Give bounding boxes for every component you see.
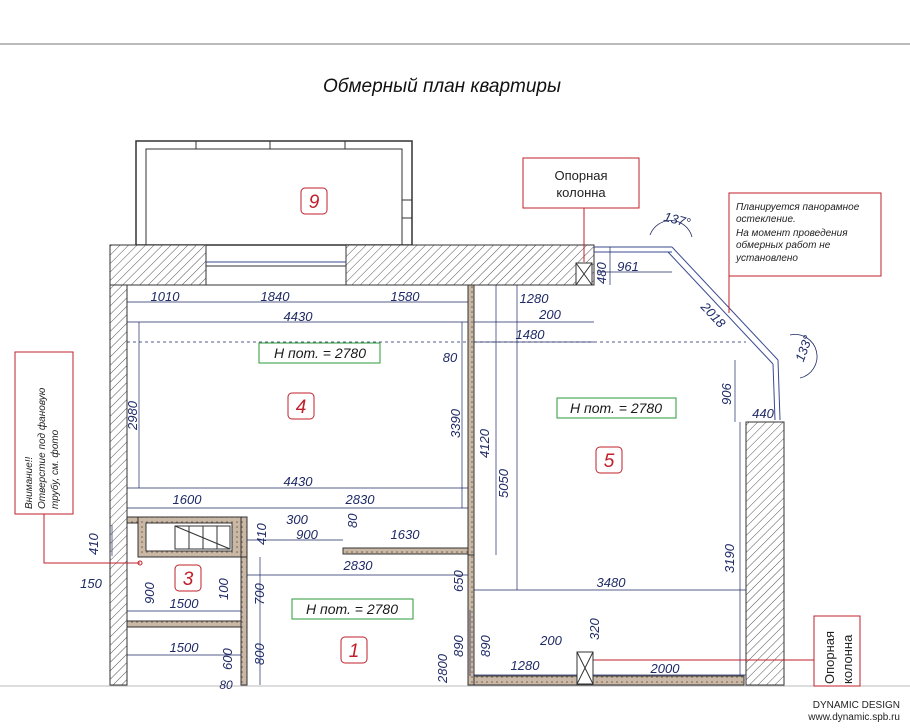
warning-note-line2: Отверстие под фановую bbox=[36, 387, 48, 509]
glazing-note-line2: остекление. bbox=[736, 214, 796, 225]
warning-note-line3: трубу, см. фото bbox=[49, 429, 61, 509]
dim-label: 200 bbox=[538, 307, 561, 322]
exterior-wall-top bbox=[109, 244, 595, 286]
dim-label: 80 bbox=[219, 678, 233, 692]
duct-shaft bbox=[137, 516, 242, 558]
dim-label: 900 bbox=[142, 582, 157, 604]
dim-label: 4120 bbox=[477, 428, 492, 458]
dim-label: 900 bbox=[296, 527, 318, 542]
dim-label: 1280 bbox=[520, 291, 550, 306]
dim-label: 5050 bbox=[496, 468, 511, 498]
glazing-note-line4: обмерных работ не bbox=[736, 239, 831, 251]
dim-label: 80 bbox=[345, 513, 360, 528]
sheet-frame bbox=[0, 43, 910, 687]
exterior-wall-left bbox=[109, 284, 128, 686]
dim-label: 1580 bbox=[391, 289, 421, 304]
dim-label: 300 bbox=[286, 512, 308, 527]
ceiling-height-room-1: Н пот. = 2780 bbox=[306, 601, 398, 617]
column-bottom bbox=[576, 651, 594, 685]
footer-company: DYNAMIC DESIGN bbox=[813, 700, 900, 711]
dim-label: 3390 bbox=[448, 408, 463, 438]
warning-note-line1: Внимание!! bbox=[24, 456, 35, 509]
room-number-9: 9 bbox=[309, 192, 320, 213]
dim-label: 890 bbox=[478, 635, 493, 657]
dim-label: 2000 bbox=[650, 661, 681, 676]
room-number-3: 3 bbox=[183, 569, 194, 590]
dim-label: 2980 bbox=[125, 400, 140, 431]
callout-warning: Внимание!! Отверстие под фановую трубу, … bbox=[14, 351, 143, 566]
dim-label: 1010 bbox=[151, 289, 181, 304]
dim-label: 890 bbox=[451, 635, 466, 657]
dim-label: 440 bbox=[752, 406, 774, 421]
dim-label: 2830 bbox=[343, 558, 374, 573]
dim-label: 137° bbox=[662, 209, 692, 230]
interior-walls bbox=[126, 284, 745, 686]
callout-column-top: Опорная колонна bbox=[522, 157, 640, 262]
dim-label: 3480 bbox=[597, 575, 627, 590]
glazing-note-line5: установлено bbox=[735, 253, 798, 264]
room-number-4: 4 bbox=[296, 397, 307, 418]
ceiling-height-room-4: Н пот. = 2780 bbox=[274, 345, 366, 361]
callout-column-top-line1: Опорная bbox=[554, 168, 607, 183]
dim-label: 1840 bbox=[261, 289, 291, 304]
dim-label: 150 bbox=[80, 576, 102, 591]
dim-label: 3190 bbox=[722, 543, 737, 573]
callout-column-bottom-line2: колонна bbox=[840, 634, 855, 684]
dimension-labels: 1010 1840 1580 4430 2980 80 3390 4430 16… bbox=[80, 209, 815, 692]
panoramic-glazing bbox=[594, 246, 781, 421]
room-number-5: 5 bbox=[604, 451, 615, 472]
dim-label: 800 bbox=[252, 643, 267, 665]
dim-label: 700 bbox=[252, 583, 267, 605]
callout-glazing: Планируется панорамное остекление. На мо… bbox=[728, 192, 882, 313]
room-labels: 9 4 5 3 1 bbox=[174, 187, 623, 664]
dim-label: 1630 bbox=[391, 527, 421, 542]
glazing-note-line3: На момент проведения bbox=[736, 228, 848, 239]
dim-label: 4430 bbox=[284, 474, 314, 489]
dim-label: 410 bbox=[86, 533, 101, 555]
dim-label: 410 bbox=[254, 523, 269, 545]
dim-label: 961 bbox=[617, 259, 639, 274]
column-top bbox=[575, 262, 593, 286]
footer-website: www.dynamic.spb.ru bbox=[807, 712, 900, 723]
dim-label: 320 bbox=[587, 618, 602, 640]
dim-label: 480 bbox=[594, 262, 609, 284]
callout-column-bottom-line1: Опорная bbox=[822, 631, 837, 684]
dim-label: 1500 bbox=[170, 640, 200, 655]
dim-label: 4430 bbox=[284, 309, 314, 324]
dim-label: 1280 bbox=[511, 658, 541, 673]
dim-label: 100 bbox=[216, 578, 231, 600]
ceiling-height-room-5: Н пот. = 2780 bbox=[570, 400, 662, 416]
plan-title: Обмерный план квартиры bbox=[323, 76, 561, 97]
callout-column-bottom: Опорная колонна bbox=[594, 615, 861, 687]
dim-label: 650 bbox=[451, 570, 466, 592]
dim-label: 600 bbox=[220, 648, 235, 670]
ceiling-heights: Н пот. = 2780 Н пот. = 2780 Н пот. = 278… bbox=[258, 342, 677, 620]
callout-column-top-line2: колонна bbox=[556, 185, 606, 200]
angle-arcs bbox=[649, 220, 818, 379]
glazing-note-line1: Планируется панорамное bbox=[736, 202, 860, 213]
exterior-wall-right bbox=[745, 421, 785, 686]
dim-label: 2830 bbox=[345, 492, 376, 507]
dim-label: 1600 bbox=[173, 492, 203, 507]
dim-label: 1500 bbox=[170, 596, 200, 611]
dim-label: 2800 bbox=[435, 653, 450, 684]
dim-label: 1480 bbox=[516, 327, 546, 342]
balcony bbox=[135, 140, 413, 246]
dimension-lines bbox=[111, 247, 746, 685]
dim-label: 906 bbox=[719, 383, 734, 405]
dim-label: 133° bbox=[792, 333, 815, 363]
room-number-1: 1 bbox=[349, 641, 360, 662]
dim-label: 80 bbox=[443, 350, 458, 365]
dim-label: 200 bbox=[539, 633, 562, 648]
